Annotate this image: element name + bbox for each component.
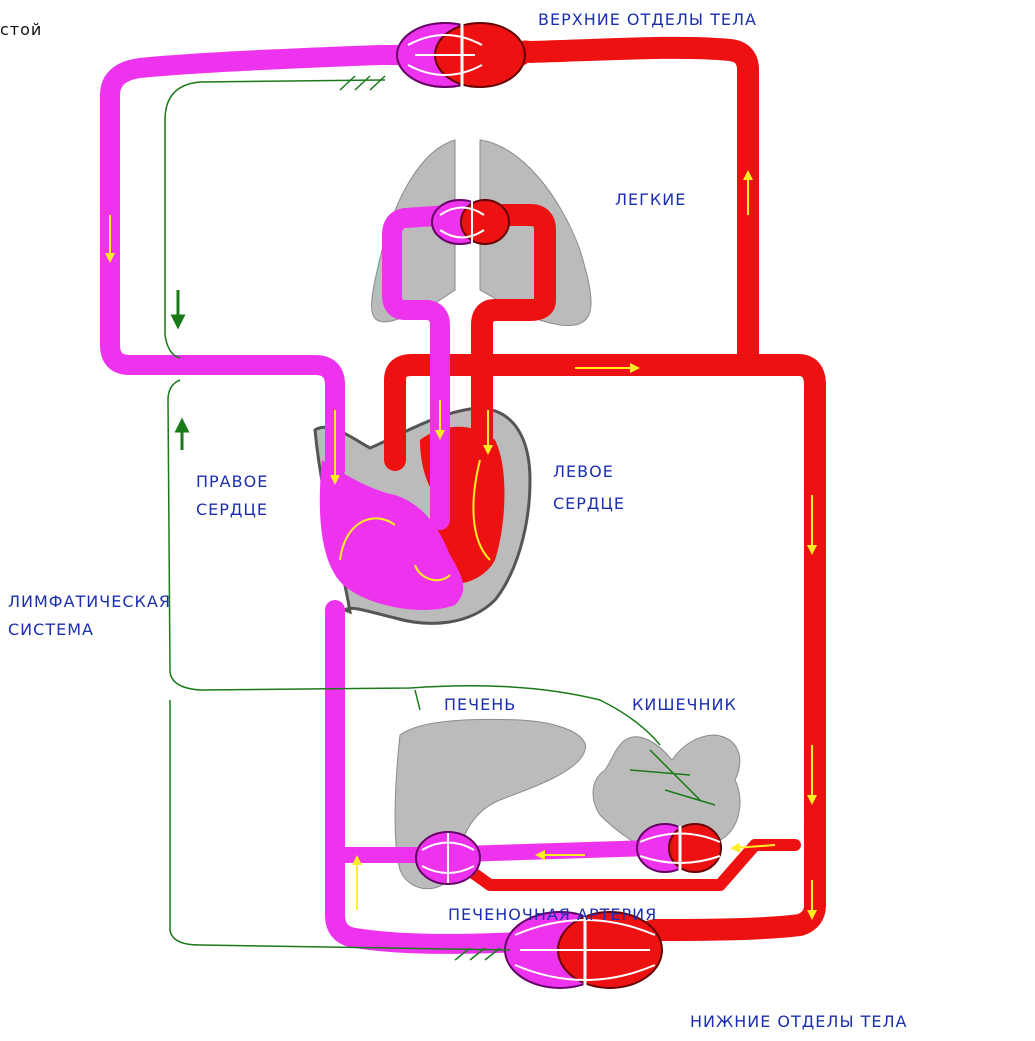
- capillary-upper-body: [397, 18, 525, 95]
- right-heart-label-line1: ПРАВОЕ: [196, 472, 268, 491]
- intestine-label: КИШЕЧНИК: [632, 695, 737, 714]
- lungs-label: ЛЕГКИЕ: [615, 190, 686, 209]
- left-heart-label-line1: ЛЕВОЕ: [553, 462, 614, 481]
- upper-body-label: ВЕРХНИЕ ОТДЕЛЫ ТЕЛА: [538, 10, 757, 29]
- capillary-lungs: [432, 200, 509, 245]
- corner-fragment-label: стой: [0, 20, 42, 39]
- left-heart-label-line2: СЕРДЦЕ: [553, 494, 625, 513]
- lower-body-label: НИЖНИЕ ОТДЕЛЫ ТЕЛА: [690, 1012, 908, 1031]
- liver-label: ПЕЧЕНЬ: [444, 695, 516, 714]
- right-heart-label-line2: СЕРДЦЕ: [196, 500, 268, 519]
- hepatic-artery-label: ПЕЧЕНОЧНАЯ АРТЕРИЯ: [448, 905, 657, 924]
- capillary-intestine: [637, 824, 721, 872]
- capillary-liver: [416, 832, 480, 884]
- lymph-label-line2: СИСТЕМА: [8, 620, 94, 639]
- lymph-label-line1: ЛИМФАТИЧЕСКАЯ: [8, 592, 171, 611]
